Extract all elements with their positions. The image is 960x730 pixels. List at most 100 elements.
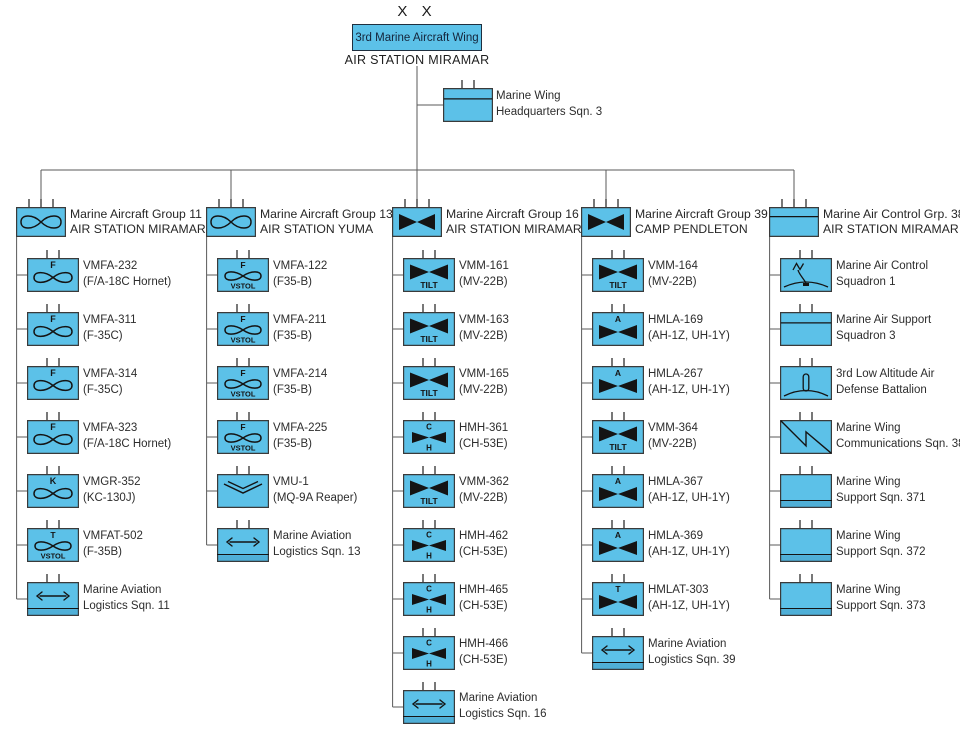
unit-name: VMFA-311 bbox=[83, 314, 137, 326]
svg-text:TILT: TILT bbox=[420, 388, 438, 398]
wing-location: AIR STATION MIRAMAR bbox=[344, 53, 490, 67]
rotary-icon: A bbox=[599, 476, 637, 501]
unit-name: VMM-165 bbox=[459, 368, 509, 380]
svg-text:F: F bbox=[50, 260, 56, 270]
unit-name: Marine Aircraft Group 16 bbox=[446, 207, 579, 221]
group-box bbox=[206, 207, 256, 237]
unit-label: VMFA-122 (F35-B) bbox=[273, 259, 327, 290]
unit-label: HMH-465(CH-53E) bbox=[459, 583, 508, 614]
unit-detail: (F/A-18C Hornet) bbox=[83, 275, 172, 288]
unit-detail: (KC-130J) bbox=[83, 491, 136, 504]
hq-bar-icon bbox=[769, 216, 819, 218]
svg-text:H: H bbox=[426, 444, 432, 453]
unit-detail: (MV-22B) bbox=[459, 491, 508, 504]
unit-label: HMLA-367(AH-1Z, UH-1Y) bbox=[648, 475, 730, 506]
unit-box: F bbox=[27, 366, 79, 400]
wrench-icon bbox=[27, 591, 79, 616]
unit-name: Marine Aviation bbox=[83, 584, 162, 596]
group-box bbox=[392, 207, 442, 237]
unit-name: Marine Air Control Grp. 38 bbox=[823, 207, 960, 221]
svg-text:F: F bbox=[240, 260, 245, 270]
unit-name: Marine Wing bbox=[836, 476, 901, 488]
unit-box bbox=[780, 258, 832, 292]
unit-box bbox=[27, 582, 79, 616]
unit-box bbox=[780, 474, 832, 508]
unit-name: Marine Wing bbox=[836, 422, 901, 434]
group-box bbox=[769, 207, 819, 237]
svg-text:F: F bbox=[240, 314, 245, 324]
svg-text:TILT: TILT bbox=[609, 280, 627, 290]
unit-box: TILT bbox=[592, 258, 644, 292]
unit-detail: Logistics Sqn. 13 bbox=[273, 545, 361, 558]
fixed-wing-icon bbox=[210, 215, 252, 229]
unit-detail: (F-35B) bbox=[83, 545, 122, 558]
unit-detail: Communications Sqn. 38 bbox=[836, 437, 960, 450]
unit-box: F bbox=[27, 312, 79, 346]
unit-detail: (AH-1Z, UH-1Y) bbox=[648, 329, 730, 342]
unit-detail: Logistics Sqn. 39 bbox=[648, 653, 736, 666]
unit-name: VMFA-323 bbox=[83, 422, 138, 434]
svg-text:VSTOL: VSTOL bbox=[231, 444, 256, 453]
hq-bar-icon bbox=[780, 322, 832, 324]
svg-text:A: A bbox=[615, 530, 621, 540]
unit-label: VMFA-232 (F/A-18C Hornet) bbox=[83, 259, 171, 290]
unit-name: HMH-466 bbox=[459, 638, 509, 650]
rotary-icon: CH bbox=[412, 423, 446, 453]
svg-text:C: C bbox=[426, 639, 432, 648]
rotary-icon: A bbox=[599, 530, 637, 555]
unit-name: VMFA-232 bbox=[83, 260, 138, 272]
unit-detail: (AH-1Z, UH-1Y) bbox=[648, 599, 730, 612]
unit-detail: Support Sqn. 373 bbox=[836, 599, 926, 612]
unit-detail: AIR STATION YUMA bbox=[260, 222, 374, 236]
svg-text:K: K bbox=[50, 476, 57, 486]
unit-name: HMH-361 bbox=[459, 422, 509, 434]
rotary-icon: T bbox=[599, 584, 637, 609]
svg-text:F: F bbox=[50, 422, 56, 432]
fixed-wing-icon: K bbox=[33, 476, 73, 500]
unit-detail: Headquarters Sqn. 3 bbox=[496, 105, 603, 118]
unit-box bbox=[780, 420, 832, 454]
rotary-icon: A bbox=[599, 314, 637, 339]
unit-detail: (MV-22B) bbox=[459, 275, 508, 288]
unit-box bbox=[403, 690, 455, 724]
unit-detail: (F35-B) bbox=[273, 275, 312, 288]
air-defense-icon bbox=[783, 373, 829, 397]
unit-box: T bbox=[592, 582, 644, 616]
unit-box bbox=[780, 312, 832, 346]
group-box bbox=[581, 207, 631, 237]
unit-box: TILT bbox=[403, 474, 455, 508]
unit-detail: (F35-B) bbox=[273, 383, 312, 396]
unit-label: VMM-164(MV-22B) bbox=[648, 259, 698, 290]
unit-label: HMH-361(CH-53E) bbox=[459, 421, 508, 452]
unit-detail: AIR STATION MIRAMAR bbox=[70, 222, 206, 236]
unit-detail: (MQ-9A Reaper) bbox=[273, 491, 358, 504]
svg-text:A: A bbox=[615, 476, 621, 486]
hq-bar-icon bbox=[443, 98, 493, 100]
unit-detail: Support Sqn. 372 bbox=[836, 545, 926, 558]
unit-name: Marine Air Control bbox=[836, 260, 929, 272]
unit-box: F bbox=[27, 258, 79, 292]
unit-name: VMFA-211 bbox=[273, 314, 327, 326]
rotary-icon: CH bbox=[412, 585, 446, 615]
unit-label: HMH-462(CH-53E) bbox=[459, 529, 508, 560]
svg-text:TILT: TILT bbox=[420, 280, 438, 290]
unit-name: VMFA-122 bbox=[273, 260, 328, 272]
